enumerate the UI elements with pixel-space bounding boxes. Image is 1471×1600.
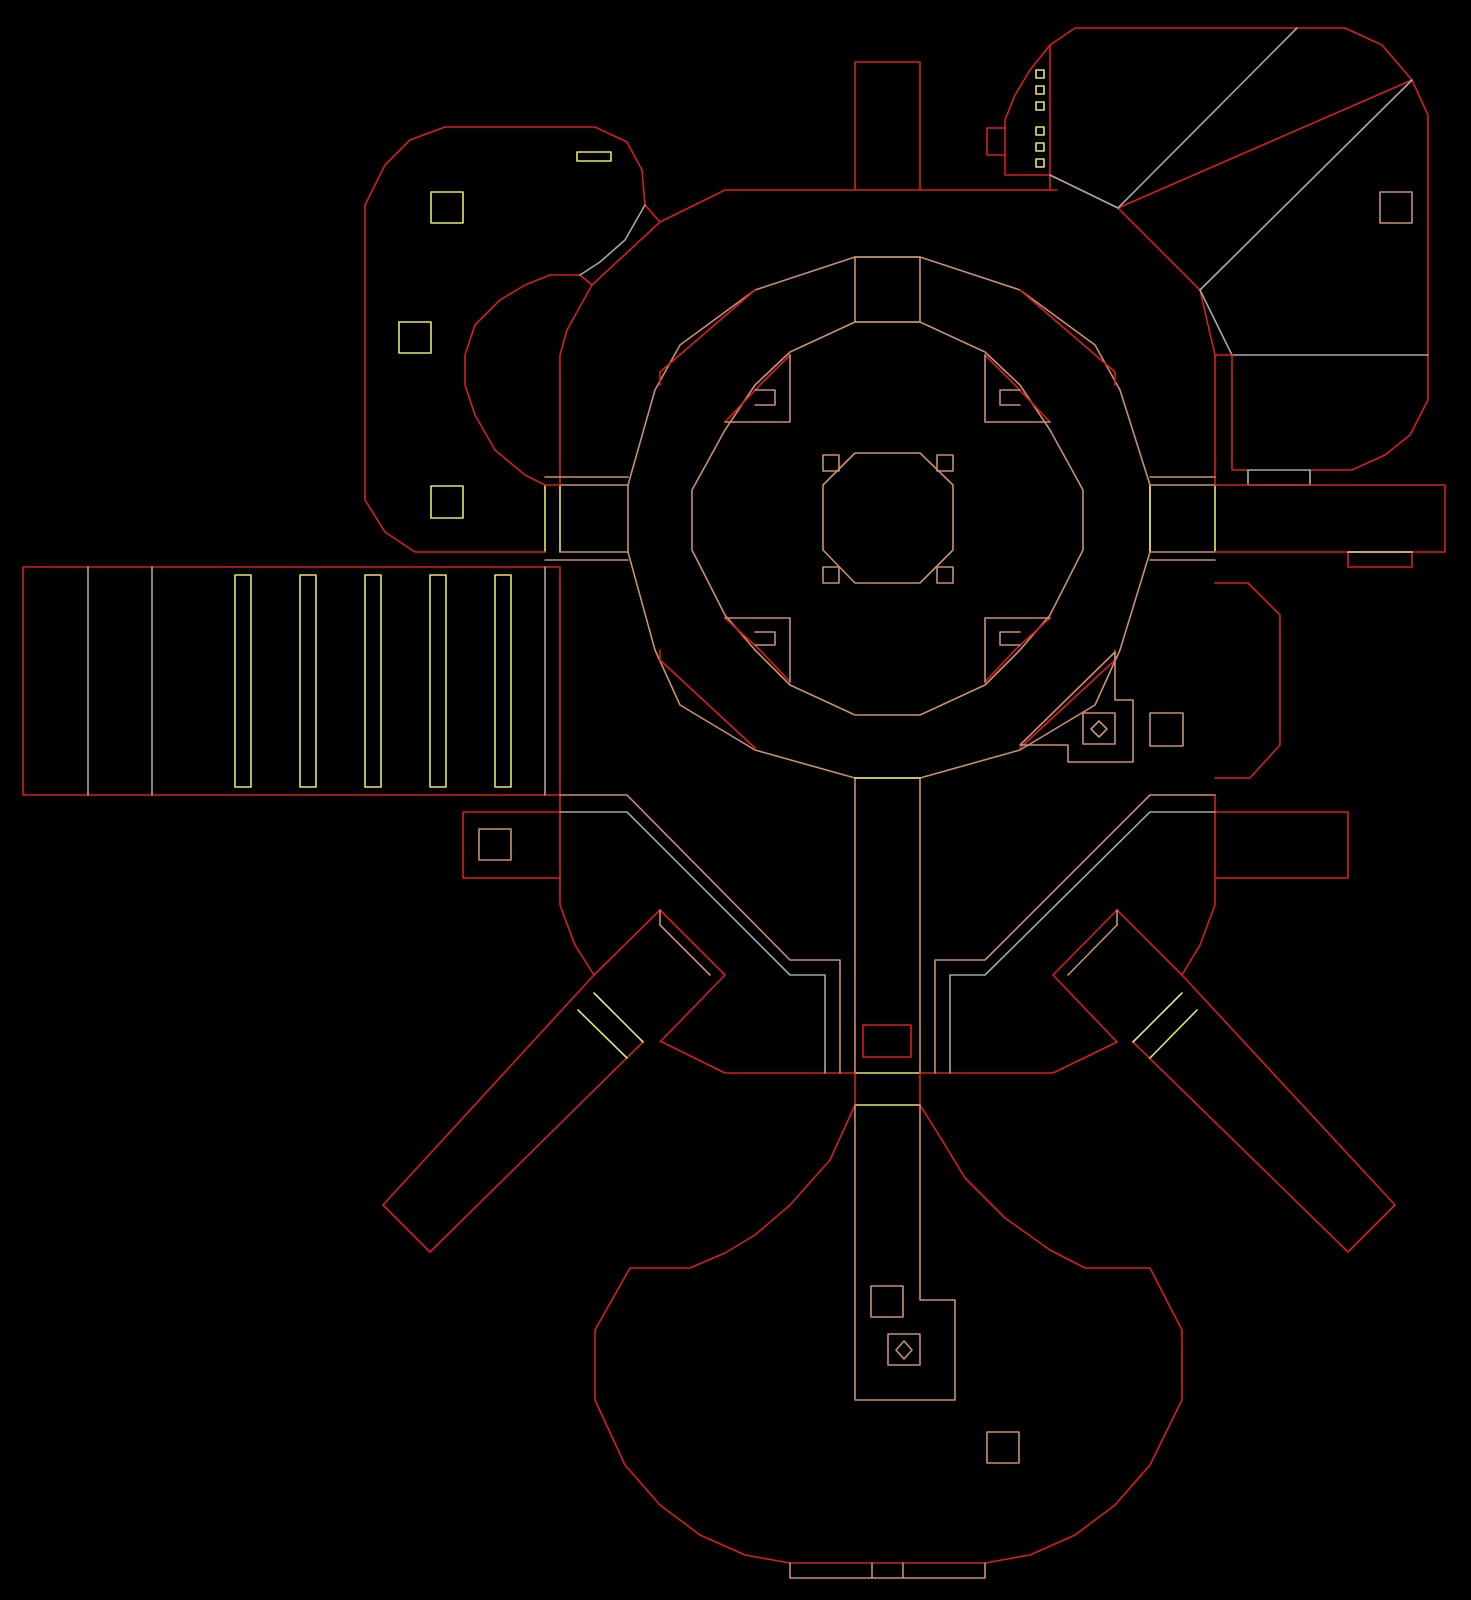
east-corridor <box>1214 484 1446 568</box>
northwest-room <box>364 126 661 553</box>
side-doorways <box>544 476 1216 561</box>
south-room <box>594 1104 1183 1579</box>
southeast-arm <box>1052 909 1396 1253</box>
east-niche <box>1214 811 1349 879</box>
west-niche <box>462 811 561 879</box>
southwest-arm <box>382 909 726 1253</box>
inner-ring <box>627 256 1151 779</box>
northeast-room <box>986 27 1429 486</box>
south-corridor <box>854 777 921 1106</box>
west-staircase <box>22 566 561 796</box>
lower-hall <box>559 794 1216 1074</box>
center-pedestal <box>822 452 954 584</box>
east-alcove <box>1214 582 1281 779</box>
hall-platform <box>1019 651 1184 763</box>
